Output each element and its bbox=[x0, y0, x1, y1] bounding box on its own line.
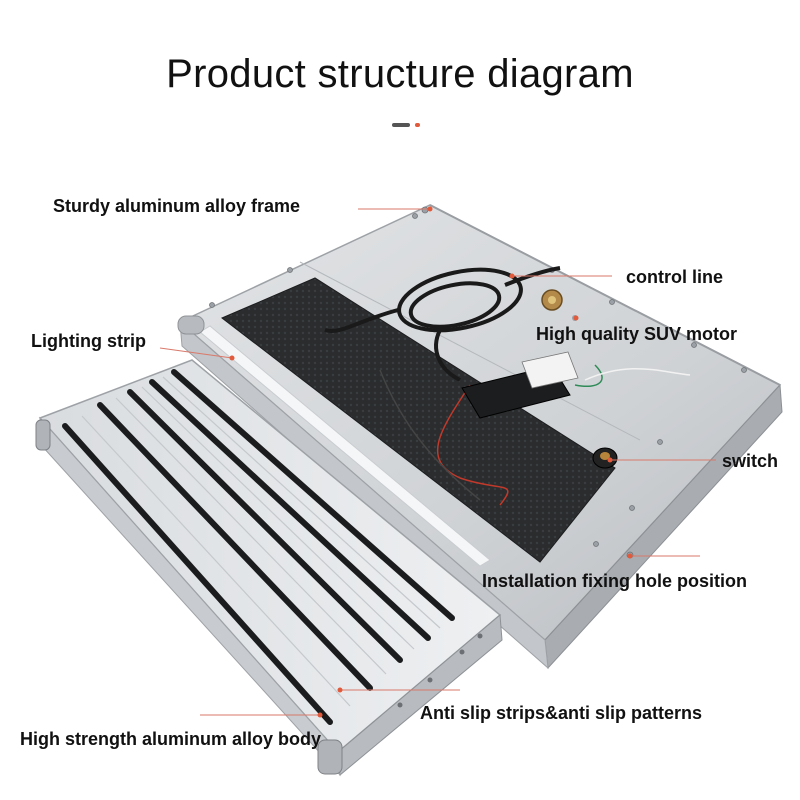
label-fixing-hole: Installation fixing hole position bbox=[482, 571, 747, 591]
motor bbox=[541, 289, 578, 321]
label-motor: High quality SUV motor bbox=[536, 324, 738, 344]
anti-slip-strips bbox=[62, 369, 455, 725]
label-lighting-strip: Lighting strip bbox=[31, 331, 146, 351]
page-title: Product structure diagram bbox=[166, 52, 634, 96]
leader-lines bbox=[159, 208, 716, 716]
lighting-strip bbox=[177, 315, 491, 567]
label-anti-slip: Anti slip strips&anti slip patterns bbox=[420, 703, 703, 723]
label-frame: Sturdy aluminum alloy frame bbox=[53, 196, 301, 216]
rubber-mat bbox=[221, 277, 616, 563]
title-dot bbox=[415, 123, 420, 127]
title-decoration bbox=[392, 123, 432, 129]
leader-dots bbox=[229, 206, 633, 718]
label-switch: switch bbox=[722, 451, 779, 471]
wires bbox=[379, 364, 691, 506]
control-cable bbox=[324, 266, 561, 382]
label-body: High strength aluminum alloy body bbox=[20, 729, 322, 749]
label-control-line: control line bbox=[626, 267, 724, 287]
step-end-holes bbox=[397, 633, 483, 708]
switch bbox=[592, 447, 618, 469]
aluminum-ribs bbox=[81, 376, 441, 707]
controller-box bbox=[461, 351, 579, 419]
title-dash bbox=[392, 123, 410, 127]
